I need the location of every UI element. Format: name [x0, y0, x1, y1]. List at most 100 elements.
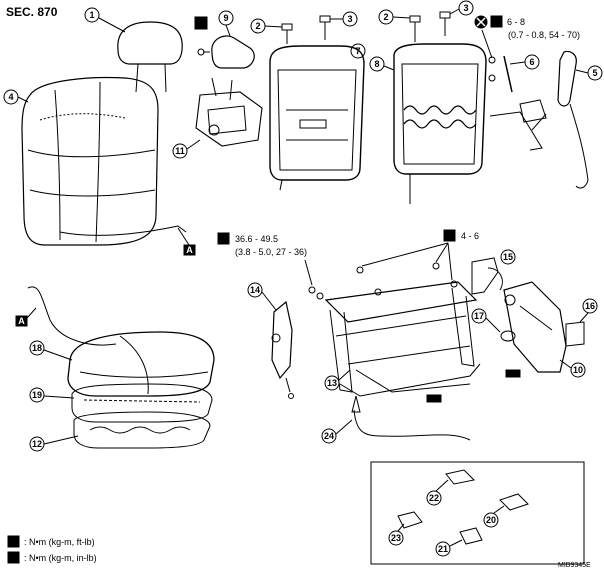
callout-14-circle [247, 282, 263, 298]
seatback-frame [269, 45, 365, 191]
callout-17-leader [485, 317, 501, 333]
legend-units-in: : N•m (kg-m, in-lb) [24, 553, 97, 563]
callout-21: 21 [438, 544, 448, 554]
callout-14: 14 [250, 285, 260, 295]
connector-a-label-top: A [186, 245, 193, 255]
callout-1-circle [84, 7, 100, 23]
callout-11: 11 [175, 146, 185, 156]
callout-11-leader [186, 139, 201, 150]
outer-side-panel [503, 281, 567, 373]
connector-a-leader-top [177, 227, 190, 246]
lever-knob [500, 330, 516, 342]
legend-units-ft: : N•m (kg-m, ft-lb) [24, 537, 95, 547]
grease-icon-2 [426, 394, 442, 403]
inset-cap-23 [397, 511, 423, 529]
torque-spec-2-alt: (3.8 - 5.0, 27 - 36) [235, 247, 307, 257]
torque-wrench-icon [490, 15, 503, 28]
callout-1: 1 [89, 10, 94, 20]
bolt-d [316, 292, 324, 300]
side-airbag-module [557, 50, 589, 189]
callout-10-leader [559, 359, 572, 369]
callout-13: 13 [327, 378, 337, 388]
callout-15: 15 [503, 252, 513, 262]
callout-24-circle [321, 428, 337, 444]
figure-id: MIB9345E [558, 562, 591, 569]
inset-cap-22 [445, 469, 476, 485]
callout-7-circle [350, 43, 366, 59]
callout-3: 3 [347, 14, 352, 24]
seat-cushion-pad [71, 383, 213, 423]
callout-22-circle [426, 490, 442, 506]
connector-a-box-bottom [15, 315, 28, 327]
callout-10: 10 [573, 365, 583, 375]
connector-a-label-bottom: A [18, 316, 25, 326]
callout-24: 24 [324, 431, 334, 441]
callout-16: 16 [585, 301, 595, 311]
callout-23: 23 [391, 533, 401, 543]
callout-11-circle [172, 143, 188, 159]
seat-adjuster-frame [324, 281, 481, 397]
callout-3b: 3 [463, 3, 468, 13]
callout-16-leader [579, 312, 589, 323]
seatback-frame-springs [393, 43, 487, 204]
torque-wrench-icon-3 [443, 229, 456, 242]
do-not-reuse-icon [474, 15, 488, 29]
callout-8-leader [383, 65, 395, 71]
torque-3-leader-a [361, 242, 449, 267]
callout-14-leader [261, 291, 277, 311]
callout-8-circle [369, 56, 385, 72]
headrest-holder-right [409, 11, 451, 42]
inset-box [370, 461, 585, 565]
torque-spec-1-value: 6 - 8 [507, 17, 525, 27]
seat-cushion-frame [73, 411, 211, 449]
callout-22: 22 [429, 493, 439, 503]
legend-torque-ft-icon [7, 535, 20, 548]
callout-23-circle [388, 530, 404, 546]
callout-2-leader [264, 25, 283, 28]
bolt-b [488, 74, 496, 82]
bracket-link [489, 111, 543, 151]
cable [487, 267, 503, 291]
callout-13-circle [324, 375, 340, 391]
callout-2b: 2 [383, 12, 388, 22]
callout-5-leader [575, 69, 589, 74]
callout-13-leader [338, 369, 351, 381]
callout-6-leader [509, 61, 526, 65]
callout-1-leader [98, 17, 126, 33]
callout-24-leader [335, 419, 353, 435]
torque-1-leader [481, 29, 493, 59]
torque-3-leader-c [447, 242, 453, 281]
callout-3b-circle [458, 0, 474, 16]
callout-5: 5 [592, 68, 597, 78]
torque-spec-1-alt: (0.7 - 0.8, 54 - 70) [508, 30, 580, 40]
callout-19-leader [43, 395, 75, 399]
recliner-rod [503, 55, 513, 93]
callout-19: 19 [32, 390, 42, 400]
grease-icon-3 [505, 369, 521, 378]
seat-harness [353, 409, 471, 441]
callout-12: 12 [32, 439, 42, 449]
harness [27, 286, 117, 346]
bolt-c [308, 286, 316, 294]
callout-9: 9 [223, 13, 228, 23]
callout-4: 4 [8, 92, 13, 102]
section-title: SEC. 870 [6, 5, 58, 19]
callout-17: 17 [474, 311, 484, 321]
seatback-trim [21, 76, 187, 246]
callout-8: 8 [374, 59, 379, 69]
callout-12-leader [43, 435, 79, 445]
inset-cap-21 [459, 527, 483, 545]
torque-spec-3-value: 4 - 6 [461, 231, 479, 241]
callout-18: 18 [32, 343, 42, 353]
callout-16-circle [582, 298, 598, 314]
lumbar-support-bracket [195, 77, 263, 147]
callout-18-circle [29, 340, 45, 356]
callout-15-circle [500, 249, 516, 265]
callout-2: 2 [255, 21, 260, 31]
callout-10-circle [570, 362, 586, 378]
lift-knob [565, 321, 585, 347]
grease-icon [194, 16, 208, 30]
callout-20: 20 [486, 515, 496, 525]
callout-6: 6 [529, 57, 534, 67]
